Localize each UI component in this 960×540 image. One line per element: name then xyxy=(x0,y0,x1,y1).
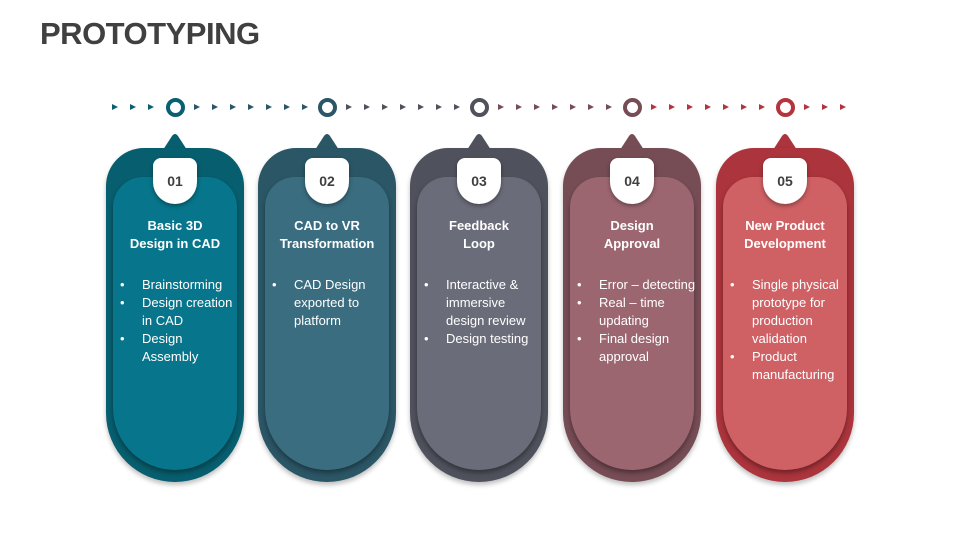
timeline-arrow-icon xyxy=(194,103,200,110)
step-heading: Feedback Loop xyxy=(417,217,541,253)
bullet-item: Final design approval xyxy=(575,330,697,366)
step-card-5: 05 New Product Development Single physic… xyxy=(716,133,854,483)
step-number: 02 xyxy=(319,173,335,189)
timeline-arrow-icon xyxy=(148,103,154,110)
timeline-arrow-icon xyxy=(552,103,558,110)
bullet-item: Design Assembly xyxy=(118,330,240,366)
step-card-1: 01 Basic 3D Design in CAD BrainstormingD… xyxy=(106,133,244,483)
step-heading-line-2: Development xyxy=(744,236,826,251)
timeline-arrow-icon xyxy=(705,103,711,110)
step-heading: CAD to VR Transformation xyxy=(265,217,389,253)
bullet-item: Design testing xyxy=(422,330,544,348)
timeline-arrow-icon xyxy=(112,103,118,110)
step-bullets: Interactive & immersive design reviewDes… xyxy=(422,276,544,348)
timeline-arrow-icon xyxy=(840,103,846,110)
timeline-arrow-icon xyxy=(759,103,765,110)
timeline-arrow-icon xyxy=(669,103,675,110)
timeline-arrow-icon xyxy=(364,103,370,110)
bullet-item: Product manufacturing xyxy=(728,348,850,384)
timeline-arrow-icon xyxy=(804,103,810,110)
timeline-arrow-icon xyxy=(248,103,254,110)
step-heading: New Product Development xyxy=(723,217,847,253)
step-heading-line-2: Loop xyxy=(463,236,495,251)
timeline-node-5 xyxy=(775,97,795,117)
step-heading-line-1: CAD to VR xyxy=(294,218,360,233)
timeline-arrow-icon xyxy=(130,103,136,110)
bullet-item: Brainstorming xyxy=(118,276,240,294)
timeline-arrow-icon xyxy=(570,103,576,110)
bullet-item: Single physical prototype for production… xyxy=(728,276,850,348)
step-card-2: 02 CAD to VR Transformation CAD Design e… xyxy=(258,133,396,483)
timeline-arrow-icon xyxy=(302,103,308,110)
timeline-arrow-icon xyxy=(382,103,388,110)
timeline-arrow-icon xyxy=(606,103,612,110)
timeline-arrow-icon xyxy=(266,103,272,110)
timeline-arrow-icon xyxy=(516,103,522,110)
step-number: 05 xyxy=(777,173,793,189)
timeline-arrow-icon xyxy=(284,103,290,110)
timeline-arrow-icon xyxy=(230,103,236,110)
timeline-arrow-icon xyxy=(687,103,693,110)
bullet-item: Interactive & immersive design review xyxy=(422,276,544,330)
step-bullets: Error – detectingReal – time updatingFin… xyxy=(575,276,697,366)
bullet-item: Real – time updating xyxy=(575,294,697,330)
step-number-badge: 04 xyxy=(610,158,654,204)
step-heading-line-2: Design in CAD xyxy=(129,236,221,251)
step-heading-line-1: Design xyxy=(610,218,654,233)
step-number-badge: 03 xyxy=(457,158,501,204)
step-bullets: BrainstormingDesign creation in CADDesig… xyxy=(118,276,240,366)
step-heading-line-1: New Product xyxy=(745,218,825,233)
timeline xyxy=(0,0,960,130)
timeline-arrow-icon xyxy=(400,103,406,110)
timeline-arrow-icon xyxy=(454,103,460,110)
step-card-3: 03 Feedback Loop Interactive & immersive… xyxy=(410,133,548,483)
step-number: 03 xyxy=(471,173,487,189)
step-heading-line-2: Transformation xyxy=(279,236,375,251)
timeline-arrow-icon xyxy=(822,103,828,110)
step-number-badge: 02 xyxy=(305,158,349,204)
timeline-arrow-icon xyxy=(534,103,540,110)
timeline-arrow-icon xyxy=(436,103,442,110)
step-number: 01 xyxy=(167,173,183,189)
step-number-badge: 05 xyxy=(763,158,807,204)
bullet-item: Error – detecting xyxy=(575,276,697,294)
timeline-arrow-icon xyxy=(418,103,424,110)
timeline-arrow-icon xyxy=(723,103,729,110)
step-number: 04 xyxy=(624,173,640,189)
step-bullets: CAD Design exported to platform xyxy=(270,276,392,330)
step-number-badge: 01 xyxy=(153,158,197,204)
timeline-arrow-icon xyxy=(741,103,747,110)
timeline-arrow-icon xyxy=(346,103,352,110)
step-heading-line-1: Feedback xyxy=(449,218,509,233)
timeline-arrow-icon xyxy=(588,103,594,110)
step-heading: Basic 3D Design in CAD xyxy=(113,217,237,253)
timeline-arrow-icon xyxy=(651,103,657,110)
timeline-node-1 xyxy=(165,97,185,117)
slide-title: PROTOTYPING xyxy=(40,16,260,51)
bullet-item: Design creation in CAD xyxy=(118,294,240,330)
timeline-node-2 xyxy=(317,97,337,117)
step-card-4: 04 Design Approval Error – detectingReal… xyxy=(563,133,701,483)
timeline-node-4 xyxy=(622,97,642,117)
step-heading-line-2: Approval xyxy=(603,236,661,251)
step-heading-line-1: Basic 3D xyxy=(147,218,203,233)
step-bullets: Single physical prototype for production… xyxy=(728,276,850,384)
step-heading: Design Approval xyxy=(570,217,694,253)
timeline-node-3 xyxy=(469,97,489,117)
timeline-arrow-icon xyxy=(498,103,504,110)
bullet-item: CAD Design exported to platform xyxy=(270,276,392,330)
timeline-arrow-icon xyxy=(212,103,218,110)
